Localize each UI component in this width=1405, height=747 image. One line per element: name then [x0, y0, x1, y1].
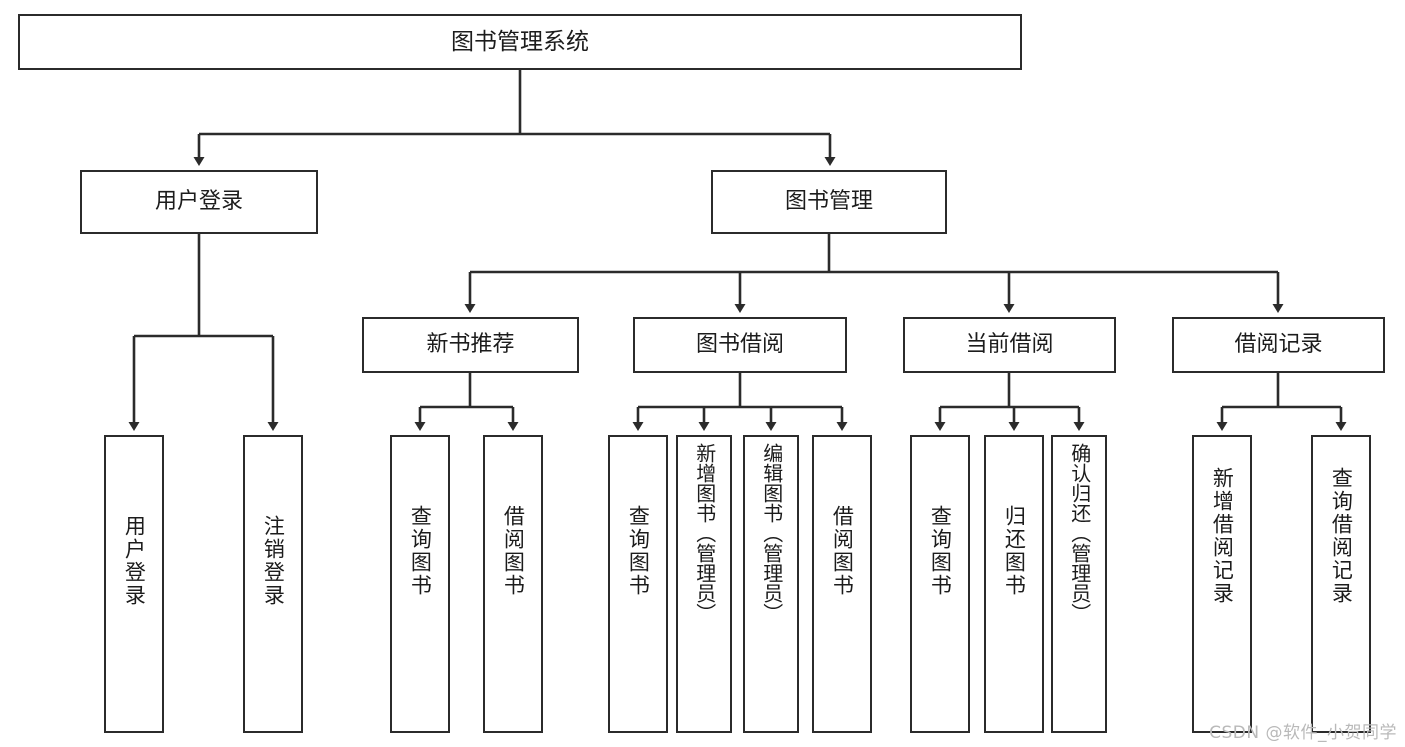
node-leaf-query-borrow-record[interactable]: 查询借阅记录	[1311, 435, 1371, 733]
node-leaf-user-login[interactable]: 用户登录	[104, 435, 164, 733]
node-borrow-record[interactable]: 借阅记录	[1172, 317, 1385, 373]
node-book-borrow-label: 图书借阅	[695, 332, 784, 358]
node-leaf-logout[interactable]: 注销登录	[243, 435, 303, 733]
node-new-book-recommend-label: 新书推荐	[426, 332, 515, 358]
csdn-watermark: CSDN @软件_小贺同学	[1209, 723, 1397, 743]
node-leaf-edit-book-admin-label: 编辑图书（管理员）	[759, 443, 784, 623]
node-leaf-borrow-book-2-label: 借阅图书	[830, 505, 855, 597]
node-book-borrow[interactable]: 图书借阅	[633, 317, 847, 373]
node-leaf-user-login-label: 用户登录	[122, 515, 147, 607]
node-root[interactable]: 图书管理系统	[18, 14, 1022, 70]
node-leaf-query-book-3-label: 查询图书	[928, 505, 953, 597]
node-leaf-add-borrow-record-label: 新增借阅记录	[1210, 467, 1235, 605]
node-leaf-add-book-admin-label: 新增图书（管理员）	[692, 443, 717, 623]
node-user-login[interactable]: 用户登录	[80, 170, 318, 234]
node-root-label: 图书管理系统	[451, 28, 589, 55]
node-leaf-edit-book-admin[interactable]: 编辑图书（管理员）	[743, 435, 799, 733]
node-leaf-query-borrow-record-label: 查询借阅记录	[1329, 467, 1354, 605]
node-new-book-recommend[interactable]: 新书推荐	[362, 317, 579, 373]
node-leaf-add-borrow-record[interactable]: 新增借阅记录	[1192, 435, 1252, 733]
node-borrow-record-label: 借阅记录	[1234, 332, 1323, 358]
node-leaf-query-book-2[interactable]: 查询图书	[608, 435, 668, 733]
node-leaf-return-book[interactable]: 归还图书	[984, 435, 1044, 733]
node-leaf-borrow-book-2[interactable]: 借阅图书	[812, 435, 872, 733]
node-user-login-label: 用户登录	[154, 189, 243, 215]
node-leaf-borrow-book-1[interactable]: 借阅图书	[483, 435, 543, 733]
node-current-borrow-label: 当前借阅	[965, 332, 1054, 358]
node-leaf-logout-label: 注销登录	[261, 515, 286, 607]
node-book-manage[interactable]: 图书管理	[711, 170, 947, 234]
node-leaf-borrow-book-1-label: 借阅图书	[501, 505, 526, 597]
node-leaf-query-book-2-label: 查询图书	[626, 505, 651, 597]
node-leaf-confirm-return-admin-label: 确认归还（管理员）	[1067, 443, 1092, 623]
node-current-borrow[interactable]: 当前借阅	[903, 317, 1116, 373]
node-leaf-return-book-label: 归还图书	[1002, 505, 1027, 597]
node-leaf-confirm-return-admin[interactable]: 确认归还（管理员）	[1051, 435, 1107, 733]
node-leaf-query-book-1[interactable]: 查询图书	[390, 435, 450, 733]
node-leaf-query-book-3[interactable]: 查询图书	[910, 435, 970, 733]
node-leaf-query-book-1-label: 查询图书	[408, 505, 433, 597]
node-leaf-add-book-admin[interactable]: 新增图书（管理员）	[676, 435, 732, 733]
node-book-manage-label: 图书管理	[784, 189, 873, 215]
